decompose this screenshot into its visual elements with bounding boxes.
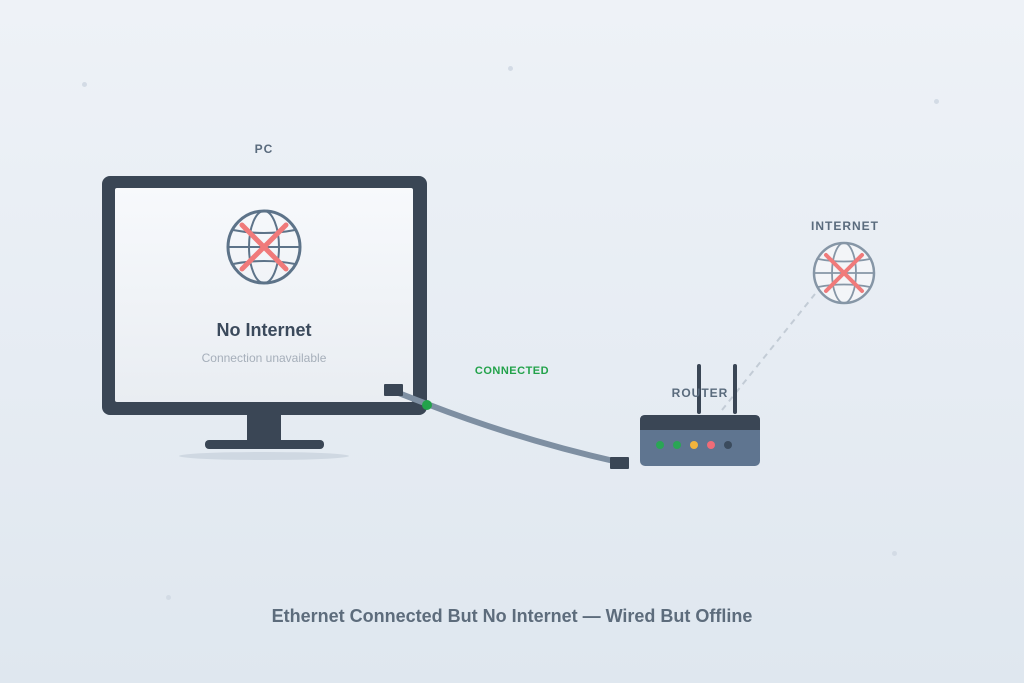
internet-globe-crossed-icon (812, 241, 876, 305)
screen-subtitle: Connection unavailable (201, 351, 327, 365)
link-status-label: CONNECTED (474, 365, 550, 377)
internet-label: INTERNET (811, 219, 879, 233)
screen-title: No Internet (216, 320, 312, 340)
internet-link-dashed (721, 293, 816, 411)
router-leds (656, 441, 732, 449)
router-led (724, 441, 732, 449)
ethernet-cable (384, 384, 629, 469)
diagram-caption: Ethernet Connected But No Internet — Wir… (271, 606, 753, 626)
pc-screen (115, 188, 413, 402)
router-antenna (733, 364, 737, 414)
background-speck (82, 82, 87, 87)
background-speck (934, 99, 939, 104)
router-led (656, 441, 664, 449)
router-led (707, 441, 715, 449)
link-status-dot (422, 400, 432, 410)
router-antenna (697, 364, 701, 414)
background-speck (166, 595, 171, 600)
background-speck (892, 551, 897, 556)
router-label: ROUTER (671, 386, 729, 400)
router-ethernet-plug (610, 457, 629, 469)
pc-label: PC (254, 142, 274, 156)
router-led (690, 441, 698, 449)
pc-ethernet-plug (384, 384, 403, 396)
router (640, 364, 760, 466)
router-led (673, 441, 681, 449)
globe-crossed-icon (226, 209, 302, 285)
background-speck (508, 66, 513, 71)
pc-monitor (102, 176, 427, 460)
